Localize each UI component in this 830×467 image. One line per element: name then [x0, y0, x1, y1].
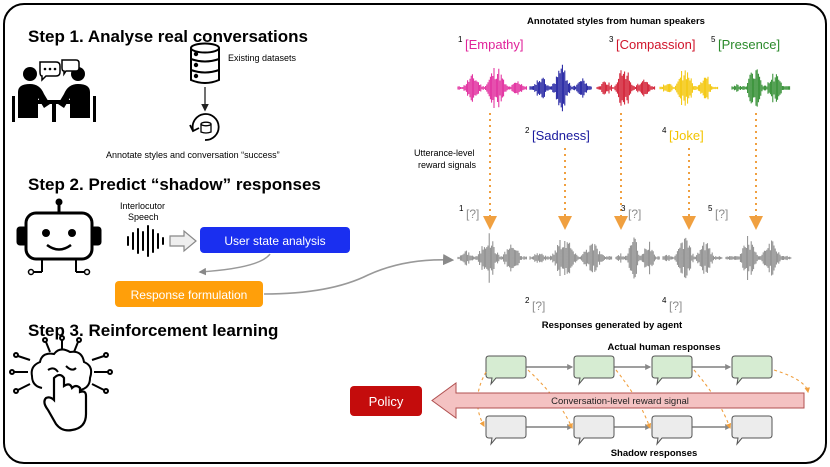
agent-waveform-segment-4: [662, 237, 723, 279]
database-icon: [190, 42, 220, 84]
style-labels: 1 [Empathy] 3 [Compassion] 5 [Presence] …: [458, 35, 780, 143]
agent-waveform-segment-5: [725, 236, 792, 280]
shadow-responses-label: Shadow responses: [611, 448, 698, 459]
style-5-number: 5: [711, 35, 716, 44]
placeholder-5-label: [?]: [715, 207, 728, 221]
style-1-label: [Empathy]: [465, 37, 524, 52]
waveform-style-1: [457, 68, 527, 108]
reward-arrows: [483, 113, 763, 230]
human-bubble-3: [651, 355, 693, 386]
agent-waveform: [457, 233, 792, 283]
actual-human-label: Actual human responses: [608, 342, 721, 353]
placeholder-2-number: 2: [525, 296, 530, 305]
style-2-number: 2: [525, 126, 530, 135]
reward-signal-arrow: [431, 382, 805, 419]
placeholder-1-label: [?]: [466, 207, 479, 221]
placeholder-labels: 1 [?] 3 [?] 5 [?] 2 [?] 4 [?]: [459, 204, 728, 313]
style-4-number: 4: [662, 126, 667, 135]
placeholder-3-number: 3: [621, 204, 626, 213]
state-to-response-connector: [198, 253, 271, 276]
response-formulation-label: Response formulation: [131, 288, 248, 302]
shadow-link-2: [527, 369, 573, 430]
shadow-link-3: [615, 369, 652, 430]
shadow-bubble-4: [731, 415, 773, 446]
style-3-number: 3: [609, 35, 614, 44]
user-state-label: User state analysis: [224, 234, 325, 248]
speech-wave-icon: [127, 225, 164, 257]
agent-waveform-segment-1: [457, 233, 527, 283]
brain-hand-icon: [9, 335, 113, 432]
utterance-label-2: reward signals: [418, 160, 477, 170]
user-state-box: [200, 227, 350, 253]
shadow-link-5: [773, 369, 810, 394]
human-bubble-1: [485, 355, 527, 386]
step1-title: Step 1. Analyse real conversations: [28, 27, 308, 46]
shadow-bubble-3: [651, 415, 693, 446]
placeholder-5-number: 5: [708, 204, 713, 213]
agent-waveform-segment-3: [615, 237, 660, 279]
people-talking-icon: [12, 59, 96, 122]
speech-to-analysis-arrow: [169, 229, 197, 253]
style-1-number: 1: [458, 35, 463, 44]
placeholder-4-label: [?]: [669, 299, 682, 313]
policy-box: [350, 386, 422, 416]
placeholder-2-label: [?]: [532, 299, 545, 313]
utterance-label-1: Utterance-level: [414, 148, 475, 158]
annotated-waveforms: [457, 64, 791, 112]
interlocutor-label-2: Speech: [128, 212, 159, 222]
annotate-label: Annotate styles and conversation “succes…: [106, 150, 280, 160]
placeholder-4-number: 4: [662, 296, 667, 305]
style-5-label: [Presence]: [718, 37, 780, 52]
human-bubble-2: [573, 355, 615, 386]
shadow-bubble-2: [573, 415, 615, 446]
annotate-cycle-icon: [189, 113, 220, 141]
human-bubble-4: [731, 355, 773, 386]
agent-waveform-segment-2: [529, 240, 613, 276]
style-3-label: [Compassion]: [616, 37, 695, 52]
waveform-style-4: [659, 70, 719, 106]
policy-label: Policy: [369, 394, 404, 409]
reward-signal-label: Conversation-level reward signal: [551, 396, 689, 407]
outer-frame: [3, 3, 827, 464]
shadow-bubble-1: [485, 415, 527, 446]
waveform-style-3: [596, 70, 656, 106]
annotated-styles-title: Annotated styles from human speakers: [527, 16, 705, 27]
placeholder-3-label: [?]: [628, 207, 641, 221]
conversation-bubbles: [476, 355, 810, 446]
response-formulation-box: [115, 281, 263, 307]
step3-title: Step 3. Reinforcement learning: [28, 321, 278, 340]
style-4-label: [Joke]: [669, 128, 704, 143]
waveform-style-5: [731, 69, 791, 107]
response-to-agent-arrow: [263, 254, 455, 295]
robot-icon: [16, 198, 102, 276]
style-2-label: [Sadness]: [532, 128, 590, 143]
placeholder-1-number: 1: [459, 204, 464, 213]
responses-title: Responses generated by agent: [542, 320, 683, 331]
existing-datasets-label: Existing datasets: [228, 53, 297, 63]
interlocutor-label-1: Interlocutor: [120, 201, 165, 211]
step2-title: Step 2. Predict “shadow” responses: [28, 175, 321, 194]
waveform-style-2: [529, 64, 592, 112]
